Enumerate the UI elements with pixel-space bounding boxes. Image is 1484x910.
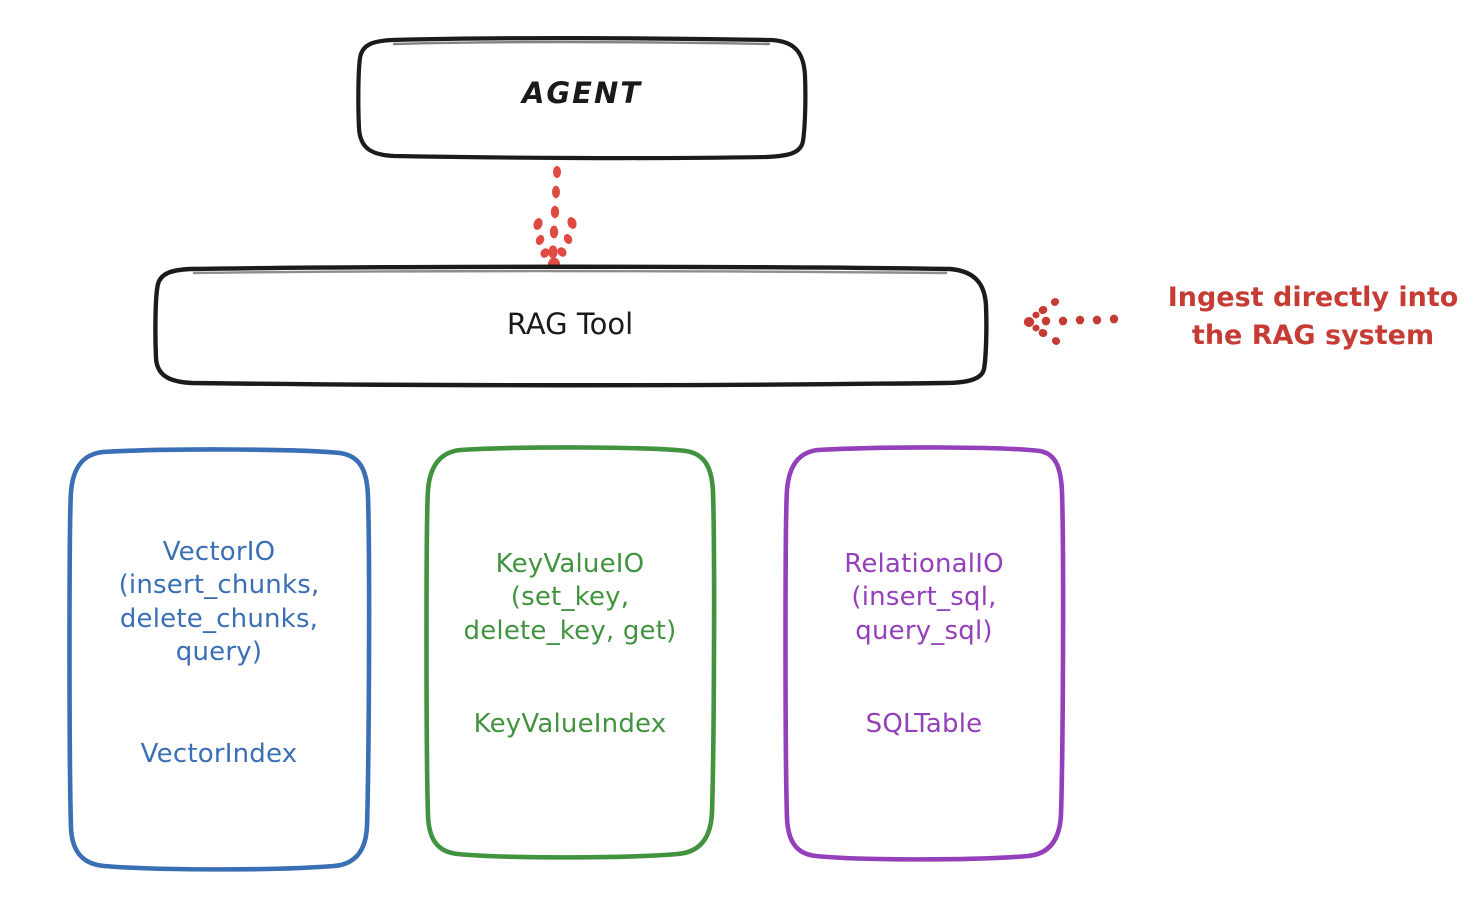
agent-to-rag-arrow (533, 166, 577, 271)
rag-tool-node-shape[interactable] (153, 264, 989, 388)
key-value-io-node-shape[interactable] (424, 445, 717, 860)
ingest-annotation-label: Ingest directly into the RAG system (1167, 282, 1459, 352)
agent-node-shape[interactable] (356, 36, 808, 161)
relational-io-node-shape[interactable] (783, 445, 1066, 862)
ingest-arrow (1023, 298, 1119, 345)
vector-io-node-shape[interactable] (67, 447, 372, 872)
